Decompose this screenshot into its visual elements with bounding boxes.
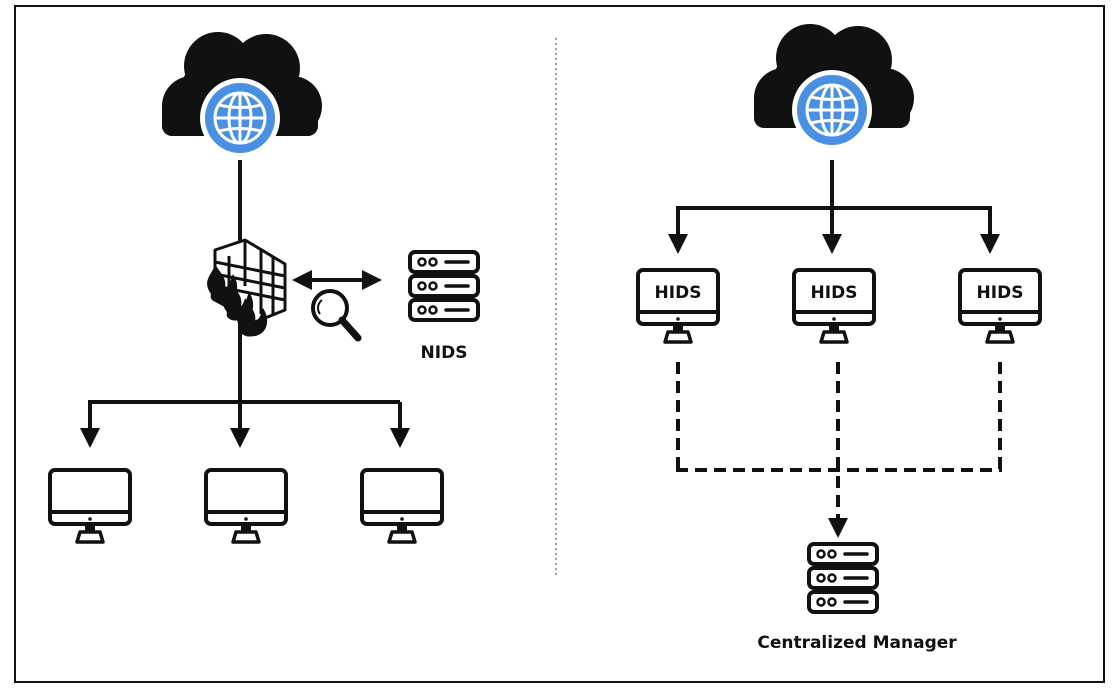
magnifier-icon [311,289,362,342]
nids-label: NIDS [421,343,468,363]
monitor-icon [204,468,288,544]
cloud-icon [160,30,324,160]
hids-distribution-lines [668,206,1000,254]
monitor-icon [360,468,444,544]
monitor-icon [958,268,1042,344]
monitor-icon [48,468,132,544]
server-icon [807,542,879,614]
manager-label: Centralized Manager [757,633,957,653]
outer-frame [14,5,1105,683]
nids-panel: NIDS [48,30,480,544]
hids-reporting-lines [676,362,1002,538]
server-icon [408,250,480,322]
firewall-icon [207,238,287,337]
cloud-icon [752,22,916,152]
hids-host-3: HIDS [958,268,1042,344]
nids-distribution-lines [80,400,410,448]
hids-label: HIDS [811,283,858,303]
hids-host-2: HIDS [792,268,876,344]
monitor-icon [636,268,720,344]
monitor-icon [792,268,876,344]
hids-label: HIDS [655,283,702,303]
hids-host-1: HIDS [636,268,720,344]
hids-panel: HIDS HIDS HIDS Centralized Manager [636,22,1042,653]
hids-label: HIDS [977,283,1024,303]
fire-icon [207,264,268,337]
